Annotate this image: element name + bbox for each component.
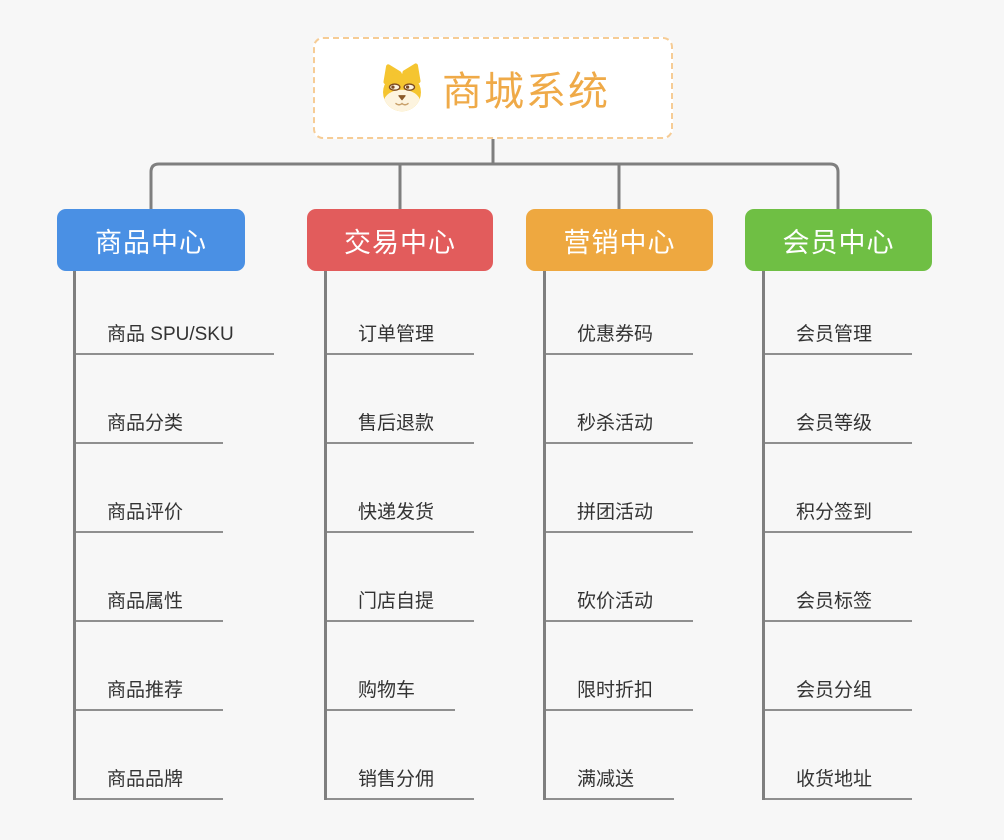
item-label: 快递发货 <box>358 502 435 523</box>
item-label: 砍价活动 <box>577 591 654 612</box>
list-item[interactable]: 拼团活动 <box>546 444 694 533</box>
item-label: 商品属性 <box>107 591 184 612</box>
item-label: 满减送 <box>577 769 635 790</box>
list-item[interactable]: 销售分佣 <box>327 711 475 800</box>
item-label: 会员等级 <box>796 413 873 434</box>
list-item[interactable]: 会员分组 <box>765 622 913 711</box>
list-item[interactable]: 商品 SPU/SKU <box>76 271 274 355</box>
branch-column-trade: 订单管理售后退款快递发货门店自提购物车销售分佣 <box>324 271 475 800</box>
item-label: 门店自提 <box>358 591 435 612</box>
item-label: 会员分组 <box>796 680 873 701</box>
item-label: 限时折扣 <box>577 680 654 701</box>
list-item[interactable]: 售后退款 <box>327 355 475 444</box>
item-label: 订单管理 <box>358 324 435 345</box>
branch-column-products: 商品 SPU/SKU 商品分类商品评价商品属性商品推荐商品品牌 <box>73 271 274 800</box>
item-label: 商品品牌 <box>107 769 184 790</box>
branch-node-trade[interactable]: 交易中心 <box>307 209 493 271</box>
list-item[interactable]: 优惠券码 <box>546 271 694 355</box>
item-label: 商品 SPU/SKU <box>107 324 234 345</box>
list-item[interactable]: 商品属性 <box>76 533 224 622</box>
list-item[interactable]: 限时折扣 <box>546 622 694 711</box>
list-item[interactable]: 会员管理 <box>765 271 913 355</box>
list-item[interactable]: 满减送 <box>546 711 675 800</box>
list-item[interactable]: 商品品牌 <box>76 711 224 800</box>
branch-node-marketing[interactable]: 营销中心 <box>526 209 713 271</box>
list-item[interactable]: 快递发货 <box>327 444 475 533</box>
item-label: 销售分佣 <box>358 769 435 790</box>
list-item[interactable]: 商品分类 <box>76 355 224 444</box>
item-label: 商品推荐 <box>107 680 184 701</box>
root-node[interactable]: 商城系统 <box>313 37 673 139</box>
item-label: 售后退款 <box>358 413 435 434</box>
item-label: 秒杀活动 <box>577 413 654 434</box>
item-label: 积分签到 <box>796 502 873 523</box>
branch-column-marketing: 优惠券码秒杀活动拼团活动砍价活动限时折扣满减送 <box>543 271 694 800</box>
root-title: 商城系统 <box>442 70 610 114</box>
item-label: 会员管理 <box>796 324 873 345</box>
list-item[interactable]: 秒杀活动 <box>546 355 694 444</box>
item-label: 收货地址 <box>796 769 873 790</box>
item-label: 商品分类 <box>107 413 184 434</box>
branch-bus-line <box>149 162 840 209</box>
list-item[interactable]: 会员等级 <box>765 355 913 444</box>
branch-column-members: 会员管理会员等级积分签到会员标签会员分组收货地址 <box>762 271 913 800</box>
list-item[interactable]: 订单管理 <box>327 271 475 355</box>
item-label: 会员标签 <box>796 591 873 612</box>
branch-node-members[interactable]: 会员中心 <box>745 209 932 271</box>
list-item[interactable]: 商品推荐 <box>76 622 224 711</box>
branch-node-products[interactable]: 商品中心 <box>57 209 245 271</box>
item-label: 购物车 <box>358 680 416 701</box>
item-label: 商品评价 <box>107 502 184 523</box>
shiba-dog-face-icon <box>376 63 428 113</box>
list-item[interactable]: 会员标签 <box>765 533 913 622</box>
list-item[interactable]: 门店自提 <box>327 533 475 622</box>
item-label: 拼团活动 <box>577 502 654 523</box>
list-item[interactable]: 收货地址 <box>765 711 913 800</box>
list-item[interactable]: 积分签到 <box>765 444 913 533</box>
list-item[interactable]: 砍价活动 <box>546 533 694 622</box>
list-item[interactable]: 商品评价 <box>76 444 224 533</box>
item-label: 优惠券码 <box>577 324 654 345</box>
list-item[interactable]: 购物车 <box>327 622 456 711</box>
